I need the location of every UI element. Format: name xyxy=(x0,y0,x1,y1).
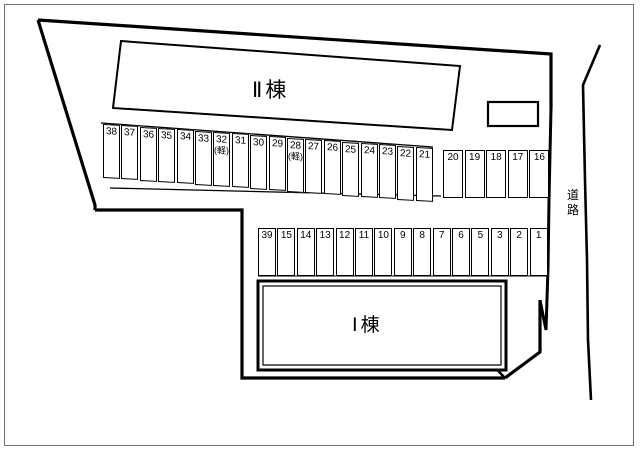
parking-stall[interactable]: 8 xyxy=(413,228,432,276)
parking-stall-number: 28 xyxy=(289,139,302,152)
parking-stall-number: 20 xyxy=(447,152,459,163)
parking-stall[interactable]: 19 xyxy=(464,150,485,198)
parking-stall[interactable]: 31 xyxy=(231,133,249,189)
parking-stall-number: 17 xyxy=(512,152,524,163)
building-2-outline xyxy=(111,39,462,132)
parking-stall-number: 34 xyxy=(179,131,191,144)
site-boundary-left-edge xyxy=(36,19,97,210)
parking-stall-number: 25 xyxy=(345,143,357,156)
parking-stall-number: 38 xyxy=(105,126,118,138)
parking-stall-number: 35 xyxy=(161,130,173,142)
parking-stall-number: 31 xyxy=(234,135,246,148)
parking-stall-number: 39 xyxy=(261,230,273,241)
parking-stall[interactable]: 35 xyxy=(158,128,176,183)
parking-stall[interactable]: 14 xyxy=(296,228,315,276)
parking-stall[interactable]: 34 xyxy=(176,129,194,185)
parking-stall[interactable]: 12 xyxy=(335,228,354,276)
site-boundary-bottom-right xyxy=(504,300,542,380)
parking-stall[interactable]: 30 xyxy=(250,134,268,190)
parking-stall-number: 3 xyxy=(497,230,503,241)
parking-stall-number: 21 xyxy=(418,149,430,161)
parking-stall[interactable]: 37 xyxy=(121,125,139,181)
parking-stall-number: 9 xyxy=(400,230,406,241)
parking-stall[interactable]: 6 xyxy=(452,228,470,276)
road-label: 道 路 xyxy=(565,188,581,218)
parking-stall-kei-mark: (軽) xyxy=(214,145,230,156)
parking-stall[interactable]: 7 xyxy=(432,228,451,276)
parking-stall-number: 32 xyxy=(216,134,228,146)
parking-stall-number: 12 xyxy=(339,230,351,241)
parking-stall[interactable]: 26 xyxy=(323,140,341,196)
road-label-char-1: 道 xyxy=(566,188,579,202)
parking-stall-number: 33 xyxy=(197,132,210,145)
parking-stall-number: 1 xyxy=(535,230,542,241)
parking-stall-number: 23 xyxy=(381,146,394,158)
parking-stall-number: 30 xyxy=(253,136,265,149)
parking-stall-kei-mark: (軽) xyxy=(288,150,303,162)
parking-stall-number: 11 xyxy=(358,230,370,241)
parking-stall-number: 16 xyxy=(533,152,545,163)
image-frame-border xyxy=(4,4,634,446)
parking-stall[interactable]: 16 xyxy=(529,150,550,198)
parking-stall[interactable]: 28(軽) xyxy=(287,137,304,193)
parking-stall-number: 36 xyxy=(142,128,154,141)
parking-stall[interactable]: 32(軽) xyxy=(213,132,231,187)
parking-stall[interactable]: 33 xyxy=(195,130,212,186)
parking-stall-number: 13 xyxy=(319,230,331,241)
parking-stall-number: 37 xyxy=(124,127,136,140)
parking-stall[interactable]: 13 xyxy=(316,228,335,276)
parking-stall[interactable]: 1 xyxy=(529,228,548,276)
building-1-label: Ⅰ棟 xyxy=(352,314,383,336)
parking-stall[interactable]: 36 xyxy=(139,126,157,182)
parking-stall-number: 24 xyxy=(363,145,375,157)
parking-stall-number: 5 xyxy=(477,230,484,241)
parking-stall[interactable]: 10 xyxy=(374,228,393,276)
parking-stall[interactable]: 3 xyxy=(490,228,509,276)
road-far-edge-line xyxy=(581,44,602,401)
utility-structure-outline xyxy=(486,100,540,128)
parking-stall[interactable]: 5 xyxy=(471,228,490,276)
building-1-outline xyxy=(256,279,508,372)
parking-stall-number: 22 xyxy=(400,147,412,160)
parking-stall-number: 29 xyxy=(271,138,283,150)
building-1-inner-outline xyxy=(262,285,502,366)
site-boundary-mid-step xyxy=(95,208,505,380)
parking-stall[interactable]: 24 xyxy=(360,142,378,198)
parking-stall-number: 26 xyxy=(326,142,338,154)
parking-stall-number: 10 xyxy=(377,230,389,241)
parking-stall[interactable]: 9 xyxy=(393,228,412,276)
parking-stall-number: 6 xyxy=(458,230,464,241)
site-boundary-right-edge xyxy=(538,107,553,331)
building-2-label: Ⅱ棟 xyxy=(252,78,290,102)
parking-stall[interactable]: 11 xyxy=(355,228,373,276)
road-label-char-2: 路 xyxy=(566,203,579,217)
site-boundary-outline xyxy=(37,18,553,108)
parking-stall[interactable]: 38 xyxy=(103,124,120,179)
parking-stall[interactable]: 39 xyxy=(258,228,276,276)
parking-stall[interactable]: 20 xyxy=(443,150,463,198)
parking-stall[interactable]: 29 xyxy=(268,136,286,192)
parking-stall[interactable]: 18 xyxy=(486,150,507,198)
parking-stall-number: 2 xyxy=(516,230,522,241)
parking-stall-number: 18 xyxy=(490,152,502,163)
parking-stall[interactable]: 22 xyxy=(397,145,415,201)
parking-stall-number: 8 xyxy=(419,230,425,241)
parking-stall[interactable]: 15 xyxy=(277,228,296,276)
parking-stall-number: 7 xyxy=(438,230,445,241)
parking-stall[interactable]: 2 xyxy=(510,228,529,276)
parking-stall-number: 15 xyxy=(280,230,292,241)
parking-stall[interactable]: 25 xyxy=(342,141,360,197)
parking-stall[interactable]: 27 xyxy=(305,138,323,194)
parking-stall[interactable]: 21 xyxy=(415,146,433,202)
parking-stall-number: 19 xyxy=(469,152,481,163)
parking-stall[interactable]: 17 xyxy=(507,150,528,198)
parking-stall-number: 27 xyxy=(308,140,320,153)
parking-stall-number: 14 xyxy=(300,230,312,241)
parking-stall[interactable]: 23 xyxy=(379,144,396,200)
